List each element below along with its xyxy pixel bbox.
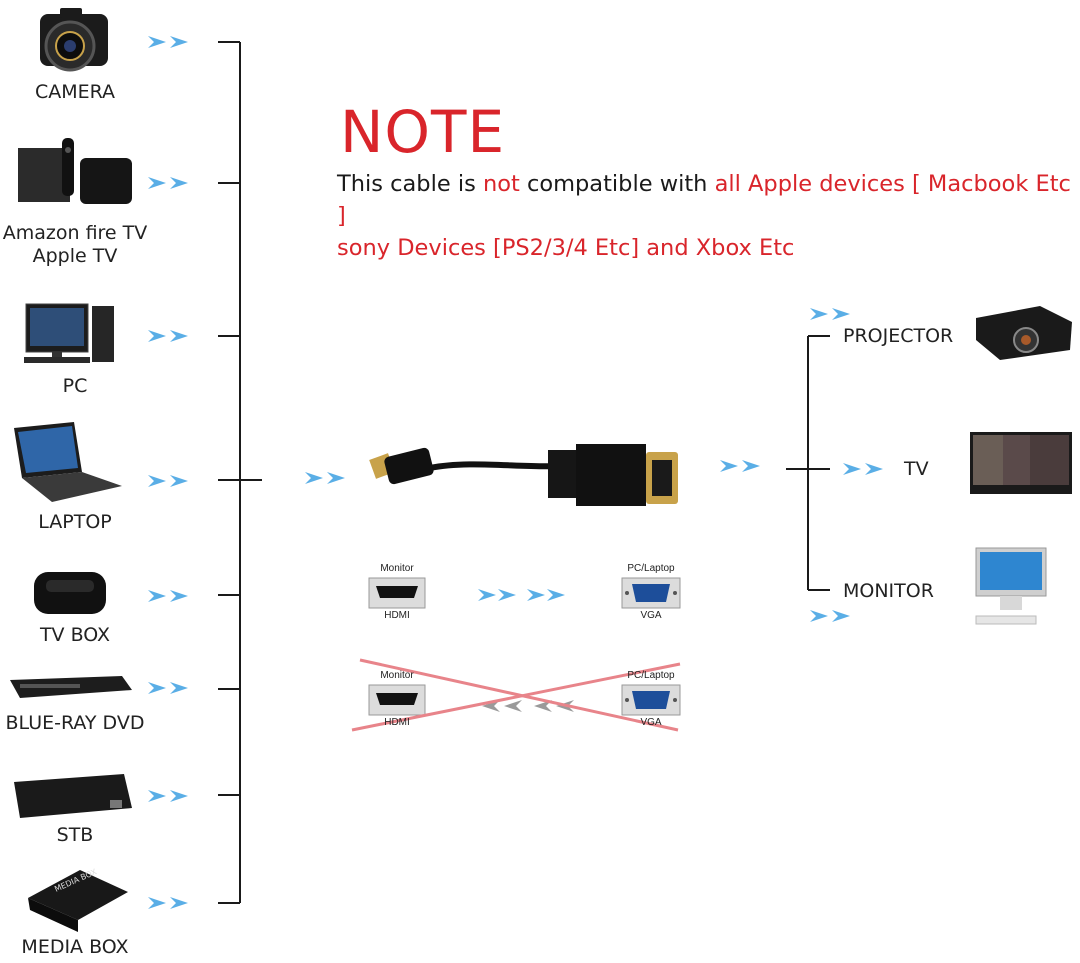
monitor-icon — [975, 547, 1047, 625]
not-allowed-cross-icon — [351, 658, 681, 732]
note-line1-b: compatible with — [519, 171, 715, 197]
streaming-box-icon — [18, 138, 132, 204]
dest-label-monitor: MONITOR — [843, 580, 934, 602]
note-line2: sony Devices [PS2/3/4 Etc] and Xbox Etc — [337, 235, 795, 261]
camera-icon — [40, 8, 108, 72]
note-title: NOTE — [340, 98, 506, 166]
ok-right-bottom-caption: VGA — [640, 610, 662, 621]
source-label-dvd: BLUE-RAY DVD — [5, 712, 145, 734]
vga-port-bad-icon — [621, 684, 681, 716]
source-label-media-box: MEDIA BOX — [21, 936, 129, 958]
ok-left-top-caption: Monitor — [380, 563, 414, 574]
tv-box-icon — [34, 572, 106, 614]
source-label-stb: STB — [56, 824, 94, 846]
source-label-streaming: Amazon fire TV Apple TV — [2, 222, 148, 267]
source-label-camera: CAMERA — [34, 81, 116, 103]
dest-label-projector: PROJECTOR — [843, 325, 954, 347]
dvd-player-icon — [10, 676, 132, 698]
note-text: This cable is not compatible with all Ap… — [337, 168, 1077, 264]
hdmi-vga-cable-icon — [369, 444, 678, 506]
bad-left-bottom-caption: HDMI — [384, 717, 410, 728]
note-apple: all Apple devices [ Macbook Etc ] — [337, 171, 1071, 229]
vga-port-ok-icon — [621, 577, 681, 609]
hdmi-port-bad-icon — [368, 684, 426, 716]
source-label-laptop: LAPTOP — [38, 511, 112, 533]
media-box-icon: MEDIA BOX — [28, 867, 128, 932]
bad-right-bottom-caption: VGA — [640, 717, 662, 728]
bad-left-top-caption: Monitor — [380, 670, 414, 681]
ok-left-bottom-caption: HDMI — [384, 610, 410, 621]
dest-label-tv: TV — [904, 458, 929, 480]
source-label-pc: PC — [62, 375, 88, 397]
note-not: not — [482, 171, 520, 197]
hdmi-port-ok-icon — [368, 577, 426, 609]
bad-right-top-caption: PC/Laptop — [627, 670, 675, 681]
projector-icon — [976, 306, 1072, 360]
pc-icon — [24, 303, 114, 363]
laptop-icon — [14, 422, 122, 502]
set-top-box-icon — [14, 774, 132, 818]
note-line1-a: This cable is — [337, 171, 483, 197]
ok-right-top-caption: PC/Laptop — [627, 563, 675, 574]
tv-icon — [970, 432, 1072, 494]
source-label-tv-box: TV BOX — [39, 624, 111, 646]
